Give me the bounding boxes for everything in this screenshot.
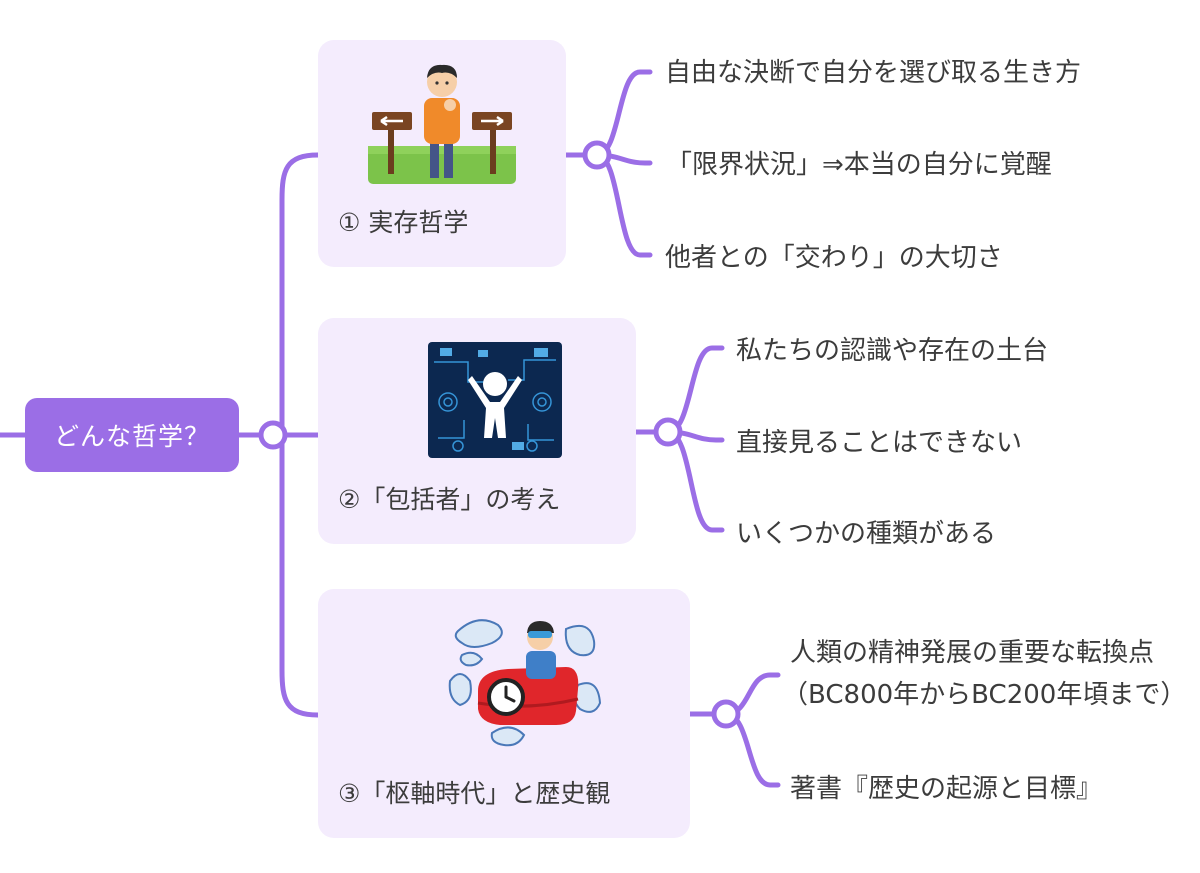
leaf-topic[interactable]: 自由な決断で自分を選び取る生き方 <box>665 58 1082 88</box>
crossroads-signpost-illustration <box>368 64 516 184</box>
hub-junction-node <box>258 420 288 450</box>
time-machine-ride-illustration <box>448 619 602 747</box>
leaf-line: （BC800年からBC200年頃まで） <box>782 680 1187 710</box>
leaf-topic-multiline[interactable]: 人類の精神発展の重要な転換点 （BC800年からBC200年頃まで） <box>782 632 1186 716</box>
central-topic-node[interactable]: どんな哲学？ <box>25 398 239 472</box>
digital-network-figure-illustration <box>428 342 562 458</box>
central-topic-label: どんな哲学？ <box>53 422 210 451</box>
branch1-junction-node <box>582 140 612 170</box>
branch-card-axial-age[interactable]: ③「枢軸時代」と歴史観 <box>318 589 690 838</box>
leaf-topic[interactable]: 私たちの認識や存在の土台 <box>736 336 1049 366</box>
leaf-topic[interactable]: 著書『歴史の起源と目標』 <box>790 774 1103 804</box>
leaf-topic[interactable]: いくつかの種類がある <box>736 519 997 549</box>
leaf-topic[interactable]: 「限界状況」⇒本当の自分に覚醒 <box>666 150 1052 180</box>
branch-caption: ① 実存哲学 <box>338 208 469 237</box>
leaf-topic[interactable]: 直接見ることはできない <box>736 428 1023 458</box>
branch-caption: ③「枢軸時代」と歴史観 <box>338 779 611 808</box>
branch3-junction-node <box>711 699 741 729</box>
branch-caption: ②「包括者」の考え <box>338 485 561 514</box>
leaf-topic[interactable]: 他者との「交わり」の大切さ <box>665 243 1003 273</box>
branch2-junction-node <box>653 417 683 447</box>
leaf-line: 人類の精神発展の重要な転換点 <box>790 638 1155 668</box>
branch-card-encompassing[interactable]: ②「包括者」の考え <box>318 318 636 544</box>
branch-card-existential-philosophy[interactable]: ① 実存哲学 <box>318 40 566 267</box>
